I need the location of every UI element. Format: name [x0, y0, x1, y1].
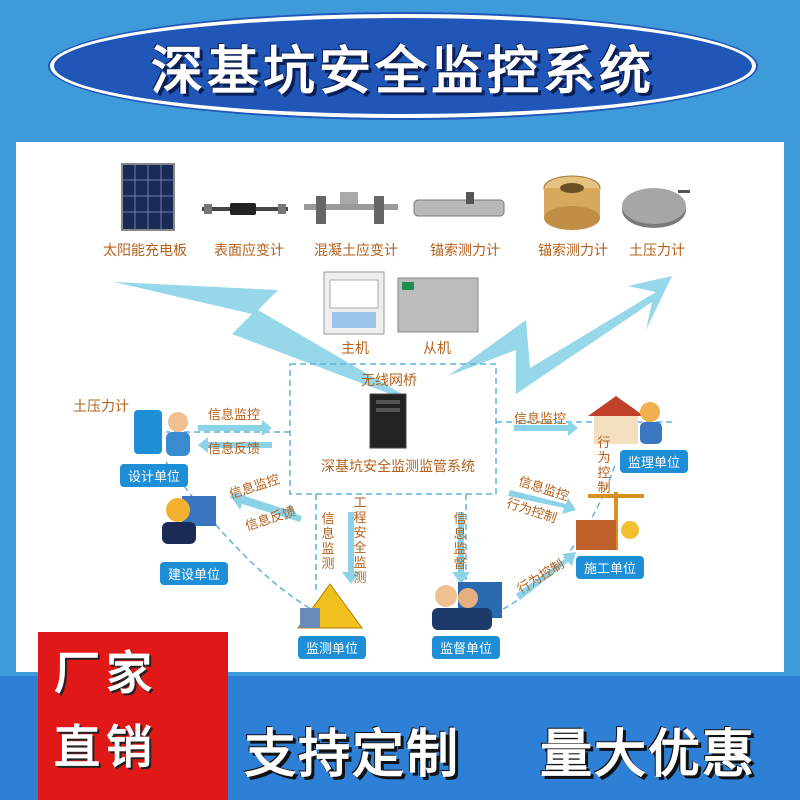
- monitoring-unit-icon: [297, 583, 363, 629]
- unit-monitoring: 监测单位: [298, 636, 367, 659]
- promo-factory: 厂家: [54, 646, 158, 700]
- anchor-load-cell-icon: [543, 175, 601, 230]
- arrow-diag-c: [508, 490, 576, 514]
- supervisor-unit-icon: [588, 396, 662, 444]
- flow-arrows: [198, 420, 578, 600]
- red-promo-box: [38, 632, 228, 800]
- caption-info-feedback-top: 信息反馈: [208, 442, 261, 457]
- arrow-right-info: [514, 420, 578, 436]
- construction-owner-icon: [162, 496, 216, 544]
- center-dashed-box: [289, 363, 497, 495]
- arrow-up-right: [516, 552, 576, 600]
- arrow-down-b: [452, 512, 470, 584]
- page-title: 深基坑安全监控系统: [150, 41, 655, 102]
- wireless-bridge-label: 无线网桥: [361, 373, 417, 389]
- arrow-diag-b: [232, 494, 302, 522]
- caption-project-safety-monitoring: 工程安全监测: [353, 496, 367, 586]
- server-tower-icon: [369, 393, 407, 449]
- center-system-label: 深基坑安全监测监管系统: [321, 459, 475, 475]
- concrete-strain-gauge-icon: [304, 192, 398, 224]
- signal-bolts: [114, 276, 676, 623]
- earth-pressure-cell-icon: [622, 188, 690, 228]
- slave-label: 从机: [423, 341, 451, 357]
- arrow-right-top: [198, 420, 272, 436]
- device-label-surface-strain: 表面应变计: [214, 243, 284, 259]
- arrow-down-a: [342, 512, 360, 584]
- unit-supervisor: 监理单位: [620, 450, 689, 473]
- supervision-gov-icon: [432, 582, 502, 630]
- host-unit-icon: [323, 271, 385, 335]
- unit-construction-owner: 建设单位: [160, 562, 229, 585]
- unit-supervision-gov: 监督单位: [432, 636, 501, 659]
- right-signal-bolt: [448, 276, 672, 394]
- promo-direct: 直销: [54, 720, 158, 774]
- device-label-anchor-dynamometer: 锚索测力计: [430, 243, 500, 259]
- solar-panel-icon: [121, 163, 175, 231]
- arrow-left-top: [198, 437, 272, 453]
- left-gauge-label: 土压力计: [73, 399, 129, 415]
- caption-info-monitor-top: 信息监控: [208, 408, 261, 423]
- promo-discount: 量大优惠: [540, 725, 757, 785]
- device-label-anchor-load-cell: 锚索测力计: [538, 243, 608, 259]
- device-label-solar: 太阳能充电板: [103, 243, 187, 259]
- anchor-cable-dynamometer-icon: [413, 192, 505, 217]
- device-label-concrete-strain: 混凝土应变计: [314, 243, 398, 259]
- unit-design: 设计单位: [120, 464, 189, 487]
- device-label-earth-pressure: 土压力计: [629, 243, 685, 259]
- caption-info-monitor-right: 信息监控: [514, 412, 567, 427]
- contractor-unit-icon: [576, 492, 644, 550]
- caption-info-supervision-vertical: 信息监督: [453, 512, 467, 572]
- caption-behavior-control-vertical: 行为控制: [597, 436, 611, 496]
- surface-strain-gauge-icon: [202, 203, 288, 215]
- promo-custom: 支持定制: [244, 725, 461, 785]
- host-label: 主机: [341, 341, 369, 357]
- unit-contractor: 施工单位: [576, 556, 645, 579]
- title-pill: [50, 14, 756, 118]
- slave-unit-icon: [397, 277, 479, 333]
- left-signal-bolt: [114, 282, 406, 400]
- caption-info-monitoring-vertical: 信息监测: [321, 512, 335, 572]
- design-unit-icon: [134, 410, 190, 456]
